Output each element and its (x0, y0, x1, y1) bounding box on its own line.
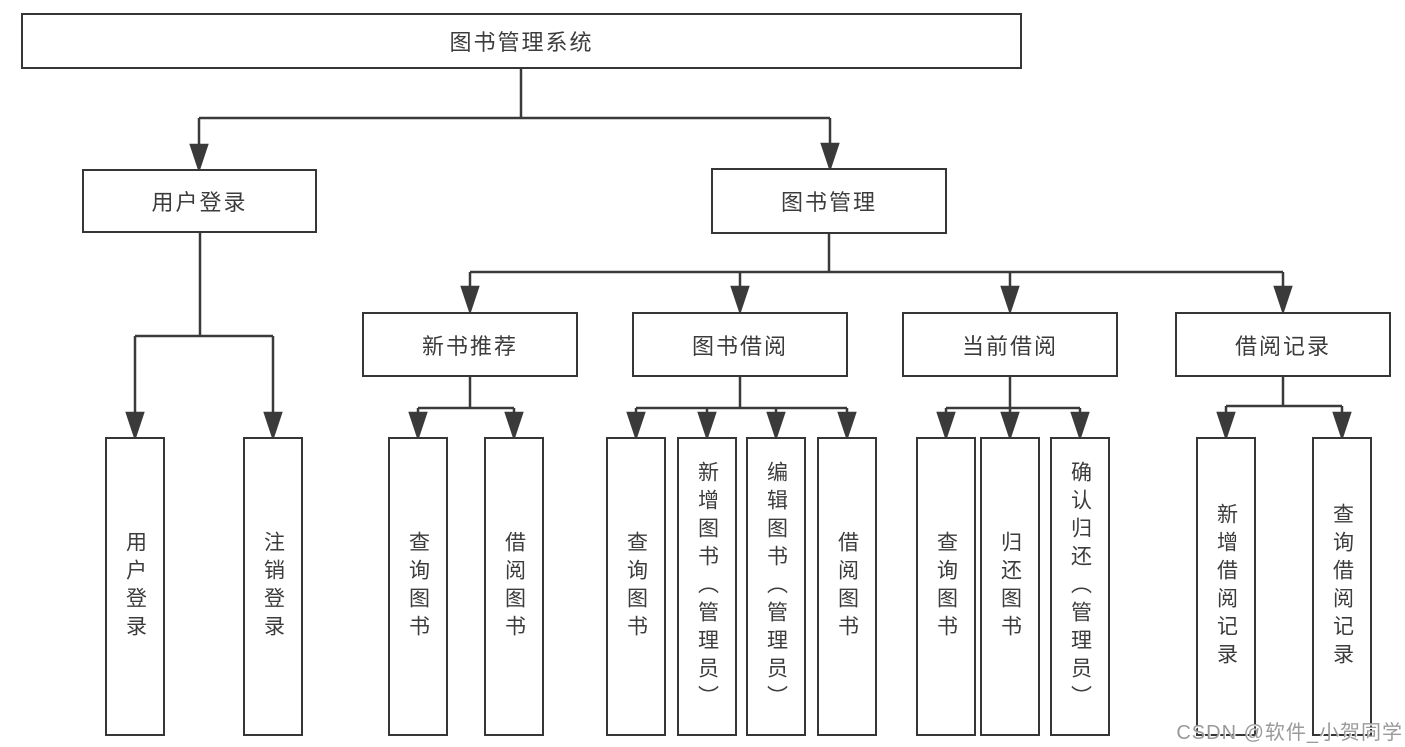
leaf-query-books-current: 查询图书 (916, 437, 976, 736)
node-root-label: 图书管理系统 (449, 30, 594, 55)
node-new-book-recommend-label: 新书推荐 (421, 333, 518, 359)
leaf-borrow-books: 借阅图书 (817, 437, 877, 736)
leaf-query-borrow-record: 查询借阅记录 (1312, 437, 1372, 736)
leaf-query-books-current-label: 查询图书 (934, 530, 958, 643)
leaf-user-login: 用户登录 (105, 437, 165, 736)
leaf-logout-label: 注销登录 (261, 530, 285, 643)
node-book-borrow-label: 图书借阅 (691, 333, 788, 359)
node-user-login: 用户登录 (82, 169, 317, 233)
node-borrow-records: 借阅记录 (1175, 312, 1391, 377)
leaf-borrow-books-recommend-label: 借阅图书 (502, 530, 526, 643)
node-borrow-records-label: 借阅记录 (1234, 333, 1331, 359)
leaf-borrow-books-label: 借阅图书 (835, 530, 859, 643)
leaf-add-borrow-record: 新增借阅记录 (1196, 437, 1256, 736)
node-current-borrow: 当前借阅 (902, 312, 1118, 377)
node-root: 图书管理系统 (21, 13, 1022, 69)
leaf-confirm-return-admin-label: 确认归还（管理员） (1068, 460, 1092, 713)
leaf-user-login-label: 用户登录 (123, 530, 147, 643)
leaf-query-books-recommend: 查询图书 (388, 437, 448, 736)
edges-root (189, 69, 840, 173)
leaf-edit-books-admin-label: 编辑图书（管理员） (764, 460, 788, 713)
node-user-login-label: 用户登录 (151, 190, 248, 215)
leaf-query-books-borrow: 查询图书 (606, 437, 666, 736)
leaf-confirm-return-admin: 确认归还（管理员） (1050, 437, 1110, 736)
node-book-mgmt: 图书管理 (711, 168, 947, 234)
leaf-query-books-recommend-label: 查询图书 (406, 530, 430, 643)
node-new-book-recommend: 新书推荐 (362, 312, 578, 377)
leaf-query-borrow-record-label: 查询借阅记录 (1330, 502, 1354, 671)
leaf-borrow-books-recommend: 借阅图书 (484, 437, 544, 736)
leaf-add-books-admin: 新增图书（管理员） (677, 437, 737, 736)
node-book-mgmt-label: 图书管理 (780, 190, 877, 215)
leaf-logout: 注销登录 (243, 437, 303, 736)
watermark: CSDN @软件_小贺同学 (1176, 722, 1403, 744)
leaf-return-books-label: 归还图书 (998, 530, 1022, 643)
edges-current-borrow (936, 377, 1090, 441)
edges-book-borrow (626, 377, 857, 441)
leaf-add-borrow-record-label: 新增借阅记录 (1214, 502, 1238, 671)
leaf-edit-books-admin: 编辑图书（管理员） (746, 437, 806, 736)
edges-borrow-records (1216, 377, 1352, 441)
edges-book-mgmt (460, 234, 1293, 315)
edges-new-book-recommend (408, 377, 524, 441)
leaf-add-books-admin-label: 新增图书（管理员） (695, 460, 719, 713)
leaf-return-books: 归还图书 (980, 437, 1040, 736)
node-book-borrow: 图书借阅 (632, 312, 848, 377)
leaf-query-books-borrow-label: 查询图书 (624, 530, 648, 643)
edges-user-login (125, 233, 283, 441)
node-current-borrow-label: 当前借阅 (961, 333, 1058, 359)
